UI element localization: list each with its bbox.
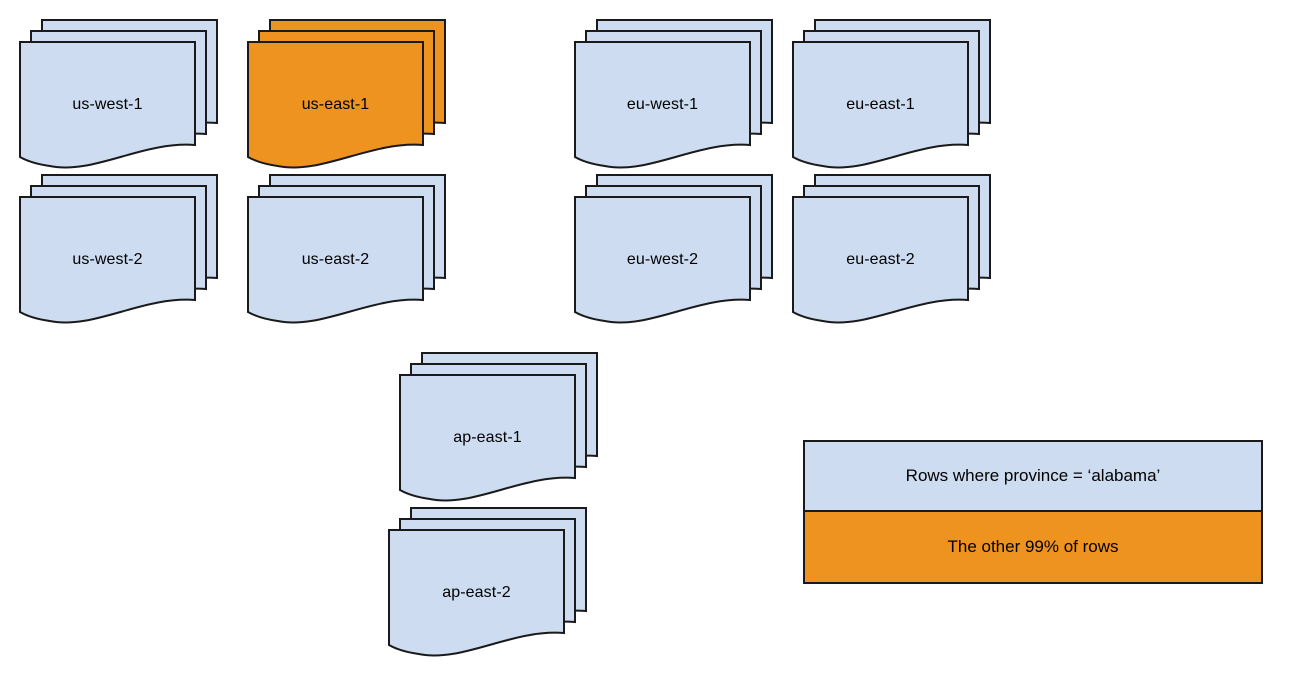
region-stack-eu-west-2[interactable]: eu-west-2: [574, 174, 785, 340]
region-stack-shape-eu-east-2: [792, 174, 991, 324]
region-stack-ap-east-2[interactable]: ap-east-2: [388, 507, 599, 673]
region-stack-shape-ap-east-1: [399, 352, 598, 502]
region-stack-eu-east-2[interactable]: eu-east-2: [792, 174, 1003, 340]
document-sheet: [19, 196, 196, 324]
region-stack-us-east-2[interactable]: us-east-2: [247, 174, 458, 340]
region-stack-us-east-1[interactable]: us-east-1: [247, 19, 458, 185]
document-sheet: [19, 41, 196, 169]
legend: Rows where province = ‘alabama’The other…: [803, 440, 1263, 584]
region-stack-shape-us-east-1: [247, 19, 446, 169]
region-stack-eu-west-1[interactable]: eu-west-1: [574, 19, 785, 185]
document-sheet: [247, 196, 424, 324]
region-stack-us-west-2[interactable]: us-west-2: [19, 174, 230, 340]
region-stack-eu-east-1[interactable]: eu-east-1: [792, 19, 1003, 185]
region-stack-shape-us-west-2: [19, 174, 218, 324]
legend-item-alabama-rows: Rows where province = ‘alabama’: [805, 442, 1261, 512]
document-sheet: [792, 196, 969, 324]
document-sheet: [388, 529, 565, 657]
region-stack-shape-eu-east-1: [792, 19, 991, 169]
document-sheet: [792, 41, 969, 169]
region-stack-shape-eu-west-2: [574, 174, 773, 324]
region-stack-ap-east-1[interactable]: ap-east-1: [399, 352, 610, 518]
region-stack-shape-ap-east-2: [388, 507, 587, 657]
document-sheet: [574, 196, 751, 324]
region-stack-shape-us-west-1: [19, 19, 218, 169]
legend-item-other-rows: The other 99% of rows: [805, 512, 1261, 582]
document-sheet: [399, 374, 576, 502]
document-sheet: [574, 41, 751, 169]
region-stack-shape-eu-west-1: [574, 19, 773, 169]
document-sheet: [247, 41, 424, 169]
region-stack-us-west-1[interactable]: us-west-1: [19, 19, 230, 185]
region-stack-shape-us-east-2: [247, 174, 446, 324]
